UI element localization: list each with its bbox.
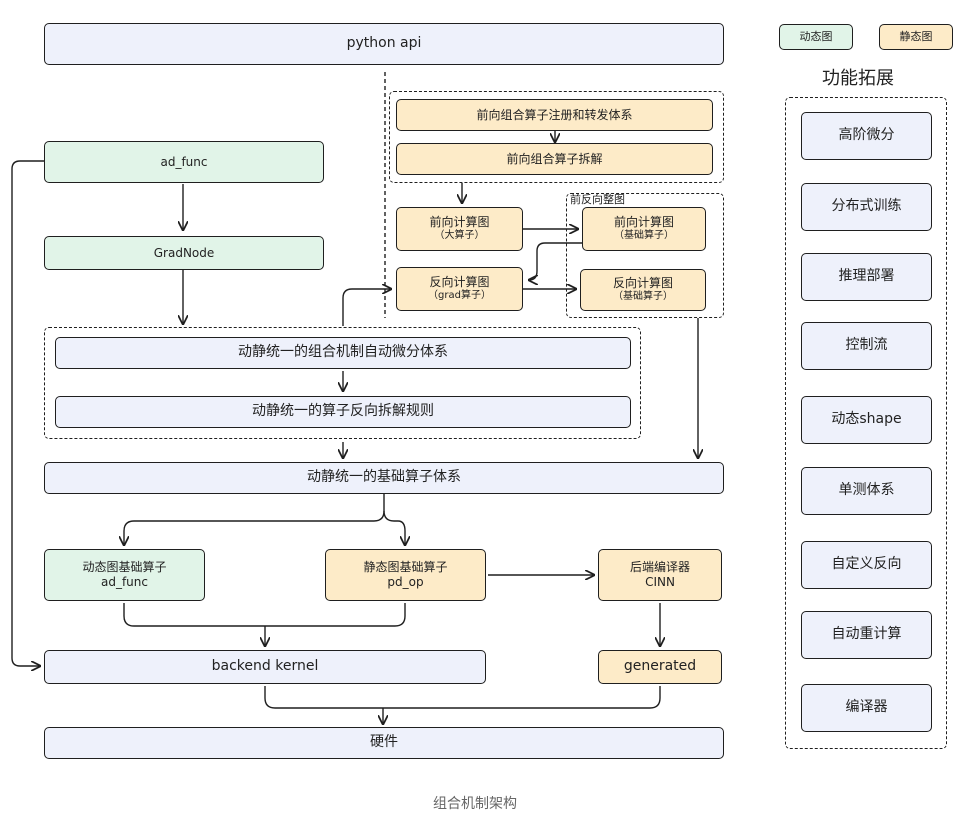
fwd-graph-big-sub: （大算子） xyxy=(434,230,485,242)
arrow-fwdbasic-bwdgrad xyxy=(529,242,582,280)
forward-register-box: 前向组合算子注册和转发体系 xyxy=(396,99,713,131)
legend-static: 静态图 xyxy=(879,24,953,50)
backend-compiler-box: 后端编译器 CINN xyxy=(598,549,722,601)
ad-func-box: ad_func xyxy=(44,141,324,183)
arrow-unified-static xyxy=(383,510,405,545)
bwd-graph-grad-box: 反向计算图 （grad算子） xyxy=(396,267,523,311)
fwd-bwd-graph-group xyxy=(566,193,724,318)
bwd-graph-basic-title: 反向计算图 xyxy=(612,276,673,291)
feature-item: 高阶微分 xyxy=(801,112,932,160)
features-panel xyxy=(785,97,947,749)
static-basic-op-sub: pd_op xyxy=(387,575,424,589)
dyn-basic-op-title: 动态图基础算子 xyxy=(82,560,167,574)
feature-item: 单测体系 xyxy=(801,467,932,515)
bwd-graph-basic-sub: （基础算子） xyxy=(613,291,673,303)
features-title: 功能拓展 xyxy=(822,68,894,89)
static-basic-op-box: 静态图基础算子 pd_op xyxy=(325,549,486,601)
forward-composite-group xyxy=(389,91,724,183)
figure-caption: 组合机制架构 xyxy=(433,796,517,812)
unified-split-box: 动静统一的算子反向拆解规则 xyxy=(55,396,631,428)
generated-box: generated xyxy=(598,650,722,684)
dyn-basic-op-box: 动态图基础算子 ad_func xyxy=(44,549,205,601)
forward-split-box: 前向组合算子拆解 xyxy=(396,143,713,175)
fb-group-label: 前反向整图 xyxy=(570,193,625,206)
feature-item: 控制流 xyxy=(801,322,932,370)
merge-line-kernel xyxy=(123,603,406,627)
arrow-combo-bwdgrad xyxy=(342,289,391,326)
bwd-graph-grad-title: 反向计算图 xyxy=(429,275,490,290)
python-api-box: python api xyxy=(44,23,724,65)
feature-item: 自定义反向 xyxy=(801,541,932,589)
dyn-basic-op-sub: ad_func xyxy=(100,575,148,589)
unified-basic-box: 动静统一的基础算子体系 xyxy=(44,462,724,494)
fwd-graph-big-title: 前向计算图 xyxy=(429,215,490,230)
arrow-adfunc-kernel xyxy=(11,160,44,666)
fwd-graph-basic-title: 前向计算图 xyxy=(613,215,674,230)
unified-combo-box: 动静统一的组合机制自动微分体系 xyxy=(55,337,631,369)
feature-item: 编译器 xyxy=(801,684,932,732)
fwd-graph-basic-box: 前向计算图 （基础算子） xyxy=(582,207,706,251)
bwd-graph-basic-box: 反向计算图 （基础算子） xyxy=(580,269,706,311)
feature-item: 分布式训练 xyxy=(801,183,932,231)
gradnode-box: GradNode xyxy=(44,236,324,270)
legend-dynamic: 动态图 xyxy=(779,24,853,50)
feature-item: 动态shape xyxy=(801,396,932,444)
static-basic-op-title: 静态图基础算子 xyxy=(363,560,448,574)
feature-item: 自动重计算 xyxy=(801,611,932,659)
backend-compiler-title: 后端编译器 xyxy=(629,560,690,574)
unified-autodiff-group xyxy=(44,327,641,439)
hardware-box: 硬件 xyxy=(44,727,724,759)
fwd-graph-basic-sub: （基础算子） xyxy=(614,230,674,242)
feature-item: 推理部署 xyxy=(801,253,932,301)
backend-kernel-box: backend kernel xyxy=(44,650,486,684)
fwd-graph-big-box: 前向计算图 （大算子） xyxy=(396,207,523,251)
backend-compiler-sub: CINN xyxy=(645,575,675,589)
merge-line-hardware xyxy=(264,686,661,709)
bwd-graph-grad-sub: （grad算子） xyxy=(428,290,491,302)
arrow-unified-dyn xyxy=(124,494,385,545)
